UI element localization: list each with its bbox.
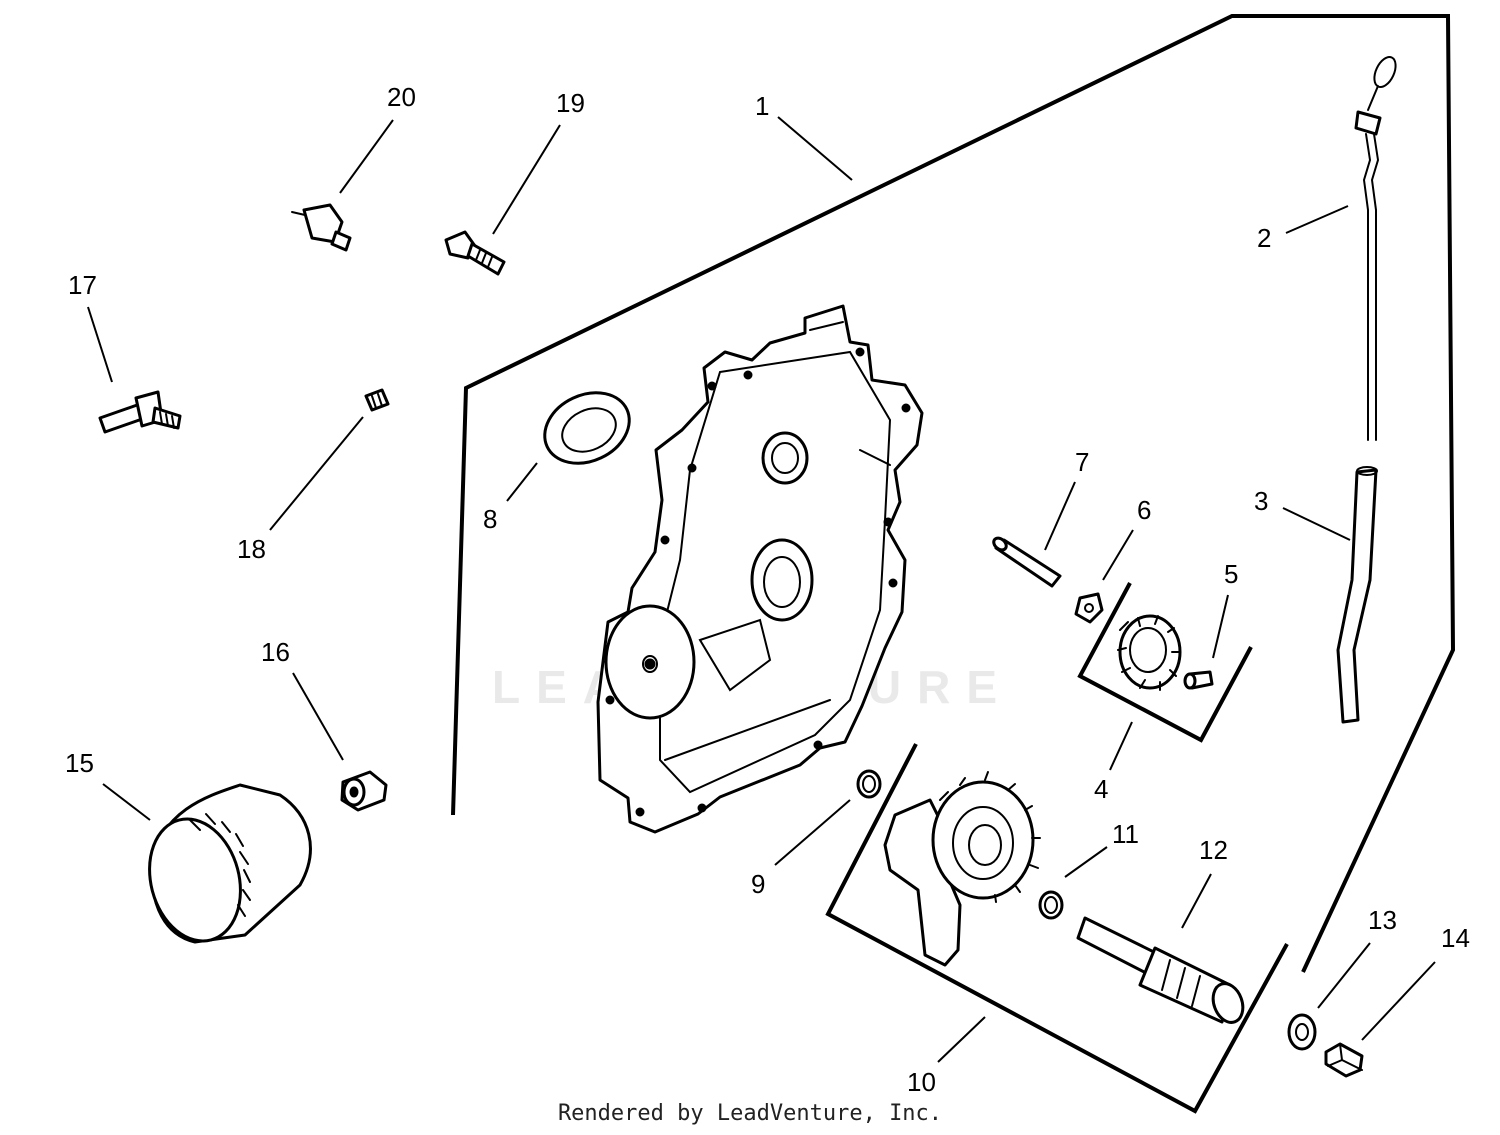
leader-lines [87,116,1436,1063]
callout-12[interactable]: 12 [1199,835,1228,865]
bolt-part[interactable] [444,230,506,276]
callout-20[interactable]: 20 [387,82,416,112]
governor-gear-part[interactable] [1117,614,1182,691]
shaft-pin-part[interactable] [991,536,1062,588]
assembly-frame-main [451,14,1456,973]
assembly-frame-oil-pump [825,743,1289,1114]
callout-14[interactable]: 14 [1441,923,1470,953]
callout-17[interactable]: 17 [68,270,97,300]
callout-numbers: 1 2 3 4 5 6 7 8 9 10 11 12 13 14 15 16 1… [65,82,1470,1097]
callout-18[interactable]: 18 [237,534,266,564]
callout-1[interactable]: 1 [755,91,769,121]
callout-7[interactable]: 7 [1075,447,1089,477]
closure-plate-part[interactable] [596,304,924,834]
callout-4[interactable]: 4 [1094,774,1108,804]
retaining-clip-part[interactable] [1074,592,1104,624]
callout-16[interactable]: 16 [261,637,290,667]
callout-11[interactable]: 11 [1112,819,1139,849]
callout-2[interactable]: 2 [1257,223,1271,253]
drain-plug-part[interactable] [1324,1042,1364,1078]
callout-13[interactable]: 13 [1368,905,1397,935]
credit-text: Rendered by LeadVenture, Inc. [558,1101,942,1126]
callout-15[interactable]: 15 [65,748,94,778]
dipstick-tube-part[interactable] [1336,466,1378,724]
oil-pump-part[interactable] [883,771,1041,967]
oil-sensor-part[interactable] [291,203,352,252]
callout-6[interactable]: 6 [1137,495,1151,525]
callout-9[interactable]: 9 [751,869,765,899]
oil-pickup-part[interactable] [1076,916,1248,1027]
callout-19[interactable]: 19 [556,88,585,118]
oil-seal-part[interactable] [533,379,641,476]
hose-elbow-part[interactable] [98,390,182,434]
dipstick-part[interactable] [1354,54,1400,441]
o-ring-small-part[interactable] [856,769,882,799]
callout-5[interactable]: 5 [1224,559,1238,589]
callout-8[interactable]: 8 [483,504,497,534]
o-ring-pump-part[interactable] [1038,890,1064,920]
washer-part[interactable] [1287,1013,1317,1051]
gear-pin-part[interactable] [1183,670,1214,690]
pipe-plug-part[interactable] [364,388,390,412]
oil-filter-part[interactable] [136,783,312,951]
oil-fitting-part[interactable] [340,770,388,812]
assembly-frame-gear [1077,582,1253,743]
callout-3[interactable]: 3 [1254,486,1268,516]
callout-10[interactable]: 10 [907,1067,936,1097]
